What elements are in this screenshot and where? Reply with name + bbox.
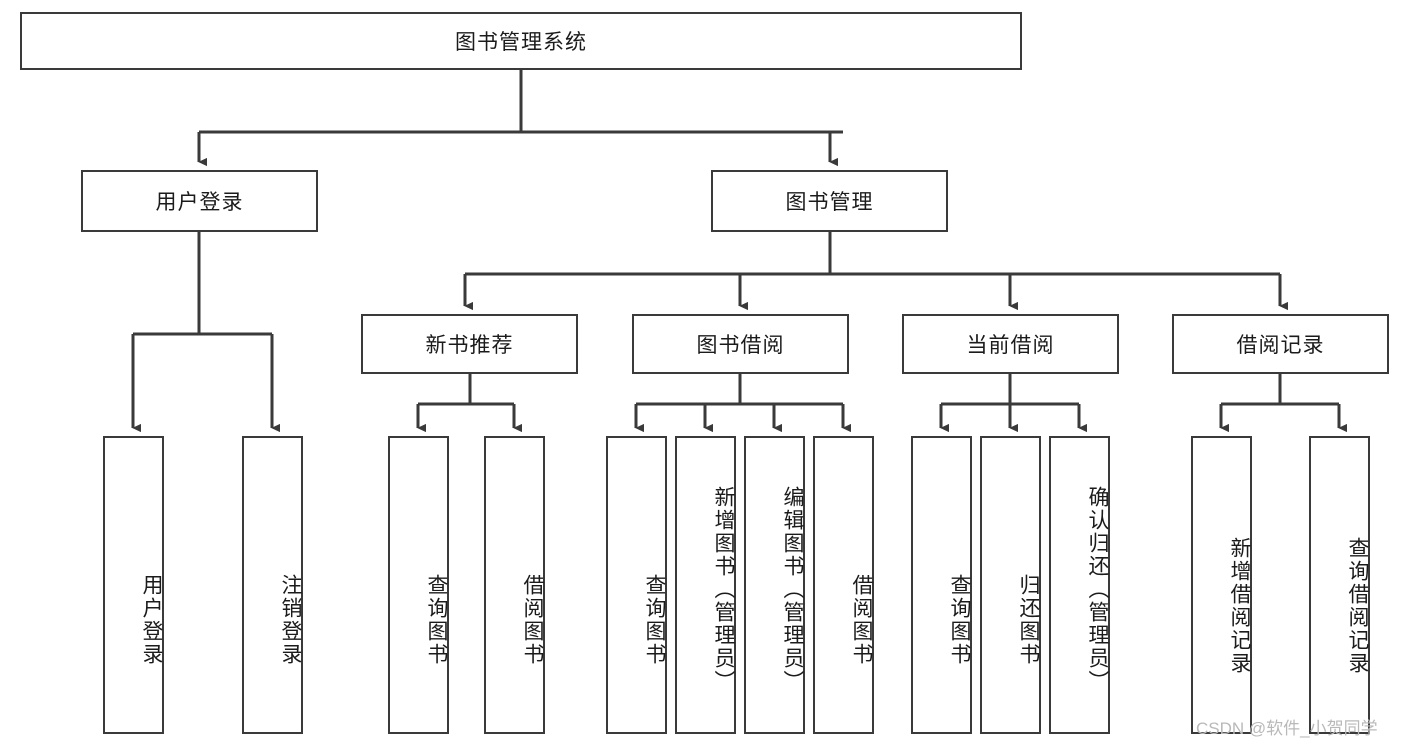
node-leaf-query-book-borrow-label: 查询图书 [643, 574, 666, 666]
node-leaf-add-record-label: 新增借阅记录 [1228, 537, 1251, 675]
node-root[interactable]: 图书管理系统 [20, 12, 1022, 70]
node-leaf-query-book-cur-label: 查询图书 [948, 574, 971, 666]
node-leaf-confirm-return-label: 确认归还（管理员） [1086, 485, 1109, 693]
node-borrow-record[interactable]: 借阅记录 [1172, 314, 1389, 374]
node-leaf-return-book[interactable]: 归还图书 [980, 436, 1041, 734]
node-leaf-borrow-book-rec[interactable]: 借阅图书 [484, 436, 545, 734]
node-new-book-recommend[interactable]: 新书推荐 [361, 314, 578, 374]
node-new-book-recommend-label: 新书推荐 [425, 334, 514, 357]
node-leaf-edit-book-label: 编辑图书（管理员） [781, 485, 804, 693]
node-leaf-user-logout-label: 注销登录 [279, 574, 302, 666]
node-leaf-borrow-book-rec-label: 借阅图书 [521, 574, 544, 666]
node-user-login[interactable]: 用户登录 [81, 170, 318, 232]
node-current-borrow[interactable]: 当前借阅 [902, 314, 1119, 374]
node-leaf-query-record-label: 查询借阅记录 [1346, 537, 1369, 675]
node-leaf-user-logout[interactable]: 注销登录 [242, 436, 303, 734]
watermark-text: CSDN @软件_小贺同学 [1196, 719, 1378, 738]
node-book-management-label: 图书管理 [785, 191, 874, 214]
node-leaf-edit-book[interactable]: 编辑图书（管理员） [744, 436, 805, 734]
node-current-borrow-label: 当前借阅 [966, 334, 1055, 357]
node-leaf-query-book-borrow[interactable]: 查询图书 [606, 436, 667, 734]
node-leaf-user-login[interactable]: 用户登录 [103, 436, 164, 734]
node-leaf-query-book-rec-label: 查询图书 [425, 574, 448, 666]
node-user-login-label: 用户登录 [155, 191, 244, 214]
node-leaf-add-record[interactable]: 新增借阅记录 [1191, 436, 1252, 734]
node-leaf-query-record[interactable]: 查询借阅记录 [1309, 436, 1370, 734]
node-book-borrow[interactable]: 图书借阅 [632, 314, 849, 374]
node-leaf-borrow-book[interactable]: 借阅图书 [813, 436, 874, 734]
node-root-label: 图书管理系统 [455, 31, 587, 54]
node-leaf-query-book-rec[interactable]: 查询图书 [388, 436, 449, 734]
node-leaf-query-book-cur[interactable]: 查询图书 [911, 436, 972, 734]
node-leaf-return-book-label: 归还图书 [1017, 574, 1040, 666]
node-book-management[interactable]: 图书管理 [711, 170, 948, 232]
node-leaf-user-login-label: 用户登录 [140, 574, 163, 666]
node-leaf-add-book[interactable]: 新增图书（管理员） [675, 436, 736, 734]
node-leaf-confirm-return[interactable]: 确认归还（管理员） [1049, 436, 1110, 734]
node-leaf-borrow-book-label: 借阅图书 [850, 574, 873, 666]
node-leaf-add-book-label: 新增图书（管理员） [712, 485, 735, 693]
node-book-borrow-label: 图书借阅 [696, 334, 785, 357]
node-borrow-record-label: 借阅记录 [1236, 334, 1325, 357]
